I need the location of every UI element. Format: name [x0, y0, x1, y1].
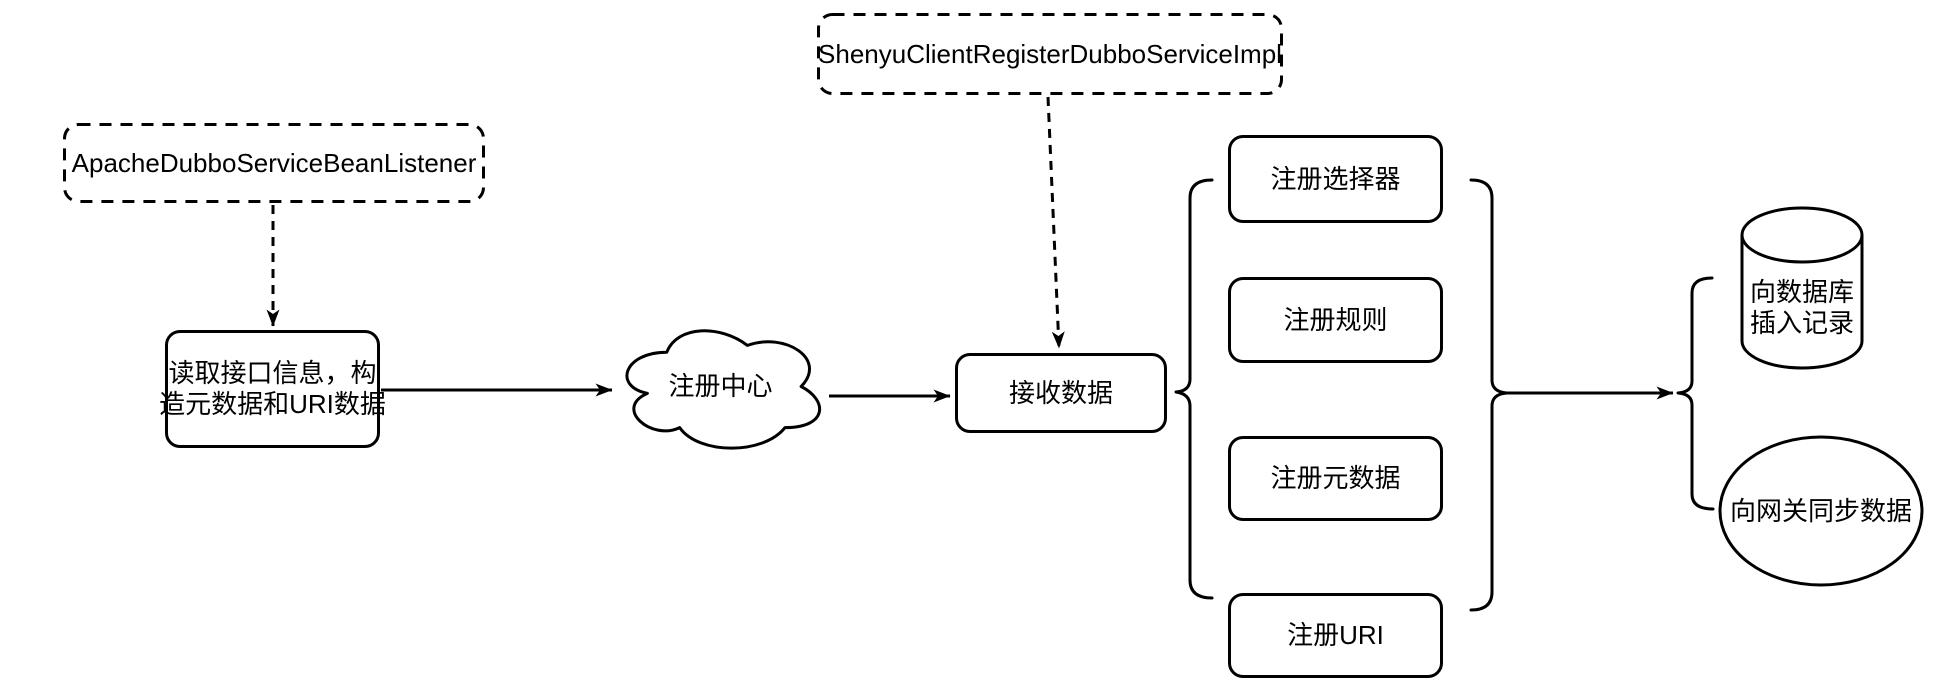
- database-label-line1: 向数据库: [1749, 276, 1854, 307]
- register-impl-label: ShenyuClientRegisterDubboServiceImpl: [818, 38, 1282, 69]
- gateway-label: 向网关同步数据: [1729, 495, 1912, 526]
- listener-label: ApacheDubboServiceBeanListener: [71, 147, 477, 178]
- register-impl-box: ShenyuClientRegisterDubboServiceImpl: [818, 14, 1282, 94]
- arrow-impl-to-receive-data: [1046, 96, 1065, 349]
- register-rule-box: 注册规则: [1228, 277, 1443, 363]
- database-cylinder-shape: [1740, 206, 1864, 370]
- register-selector-box: 注册选择器: [1228, 135, 1443, 223]
- registry-center-text: 注册中心: [668, 371, 773, 401]
- register-rule-label: 注册规则: [1283, 304, 1388, 335]
- registry-center-label: 注册中心: [613, 318, 828, 455]
- listener-box: ApacheDubboServiceBeanListener: [64, 124, 484, 202]
- listener-box-outline: [63, 123, 485, 203]
- register-uri-label: 注册URI: [1287, 620, 1384, 650]
- steps-left-brace: [1174, 178, 1214, 600]
- receive-data-box: 接收数据: [955, 353, 1167, 433]
- register-impl-box-outline: [817, 13, 1283, 95]
- register-metadata-box: 注册元数据: [1228, 436, 1443, 521]
- database-cylinder-label: 向数据库 插入记录: [1742, 255, 1862, 360]
- register-uri-box: 注册URI: [1228, 593, 1443, 678]
- gateway-ellipse-shape: [1718, 435, 1924, 587]
- database-label-line2: 插入记录: [1749, 307, 1854, 338]
- read-interface-box: 读取接口信息，构 造元数据和URI数据: [159, 330, 386, 448]
- register-selector-label: 注册选择器: [1270, 163, 1401, 194]
- gateway-ellipse-label: 向网关同步数据: [1714, 437, 1928, 585]
- read-interface-label-line1: 读取接口信息，构: [168, 358, 377, 388]
- outputs-brace: [1676, 276, 1715, 511]
- receive-data-label: 接收数据: [1008, 377, 1113, 408]
- read-interface-label-line2: 造元数据和URI数据: [159, 389, 386, 419]
- registry-cloud-shape: [625, 329, 822, 450]
- steps-right-brace: [1469, 178, 1509, 612]
- register-metadata-label: 注册元数据: [1270, 463, 1401, 493]
